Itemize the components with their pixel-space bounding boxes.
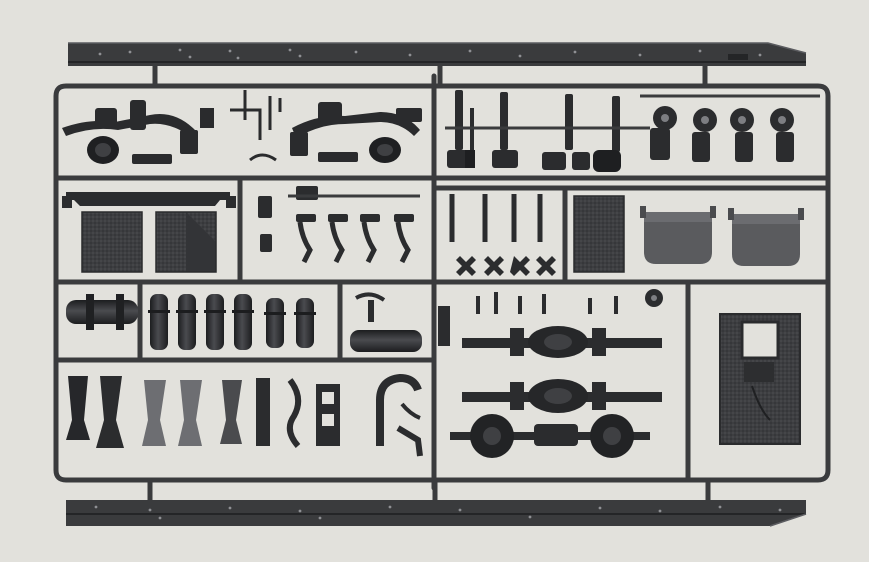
checker-plate <box>573 195 625 273</box>
battery-boxes <box>640 206 804 266</box>
fuel-tank-small <box>350 292 450 352</box>
bottom-chassis-rail <box>66 500 807 527</box>
leaf-spring-assembly <box>62 100 262 164</box>
shock-absorbers <box>445 90 650 172</box>
air-cylinders <box>148 294 316 350</box>
mud-flap-plates <box>81 211 217 273</box>
small-parts-cluster <box>258 186 420 264</box>
sprue-frame <box>53 59 831 505</box>
differential-housings <box>450 414 650 458</box>
leaf-spring-assembly-2 <box>243 90 422 163</box>
drive-axle-1 <box>462 326 662 358</box>
spring-hangers <box>66 376 340 448</box>
top-chassis-rail <box>68 42 807 66</box>
air-tanks <box>66 294 138 330</box>
drive-axle-2 <box>462 379 662 413</box>
brake-brackets <box>640 94 820 162</box>
cross-member <box>62 192 236 208</box>
axle-small-parts <box>476 289 663 314</box>
exhaust-pipe <box>376 373 423 457</box>
fifth-wheel-plate <box>719 313 801 445</box>
suspension-brackets <box>449 194 556 276</box>
